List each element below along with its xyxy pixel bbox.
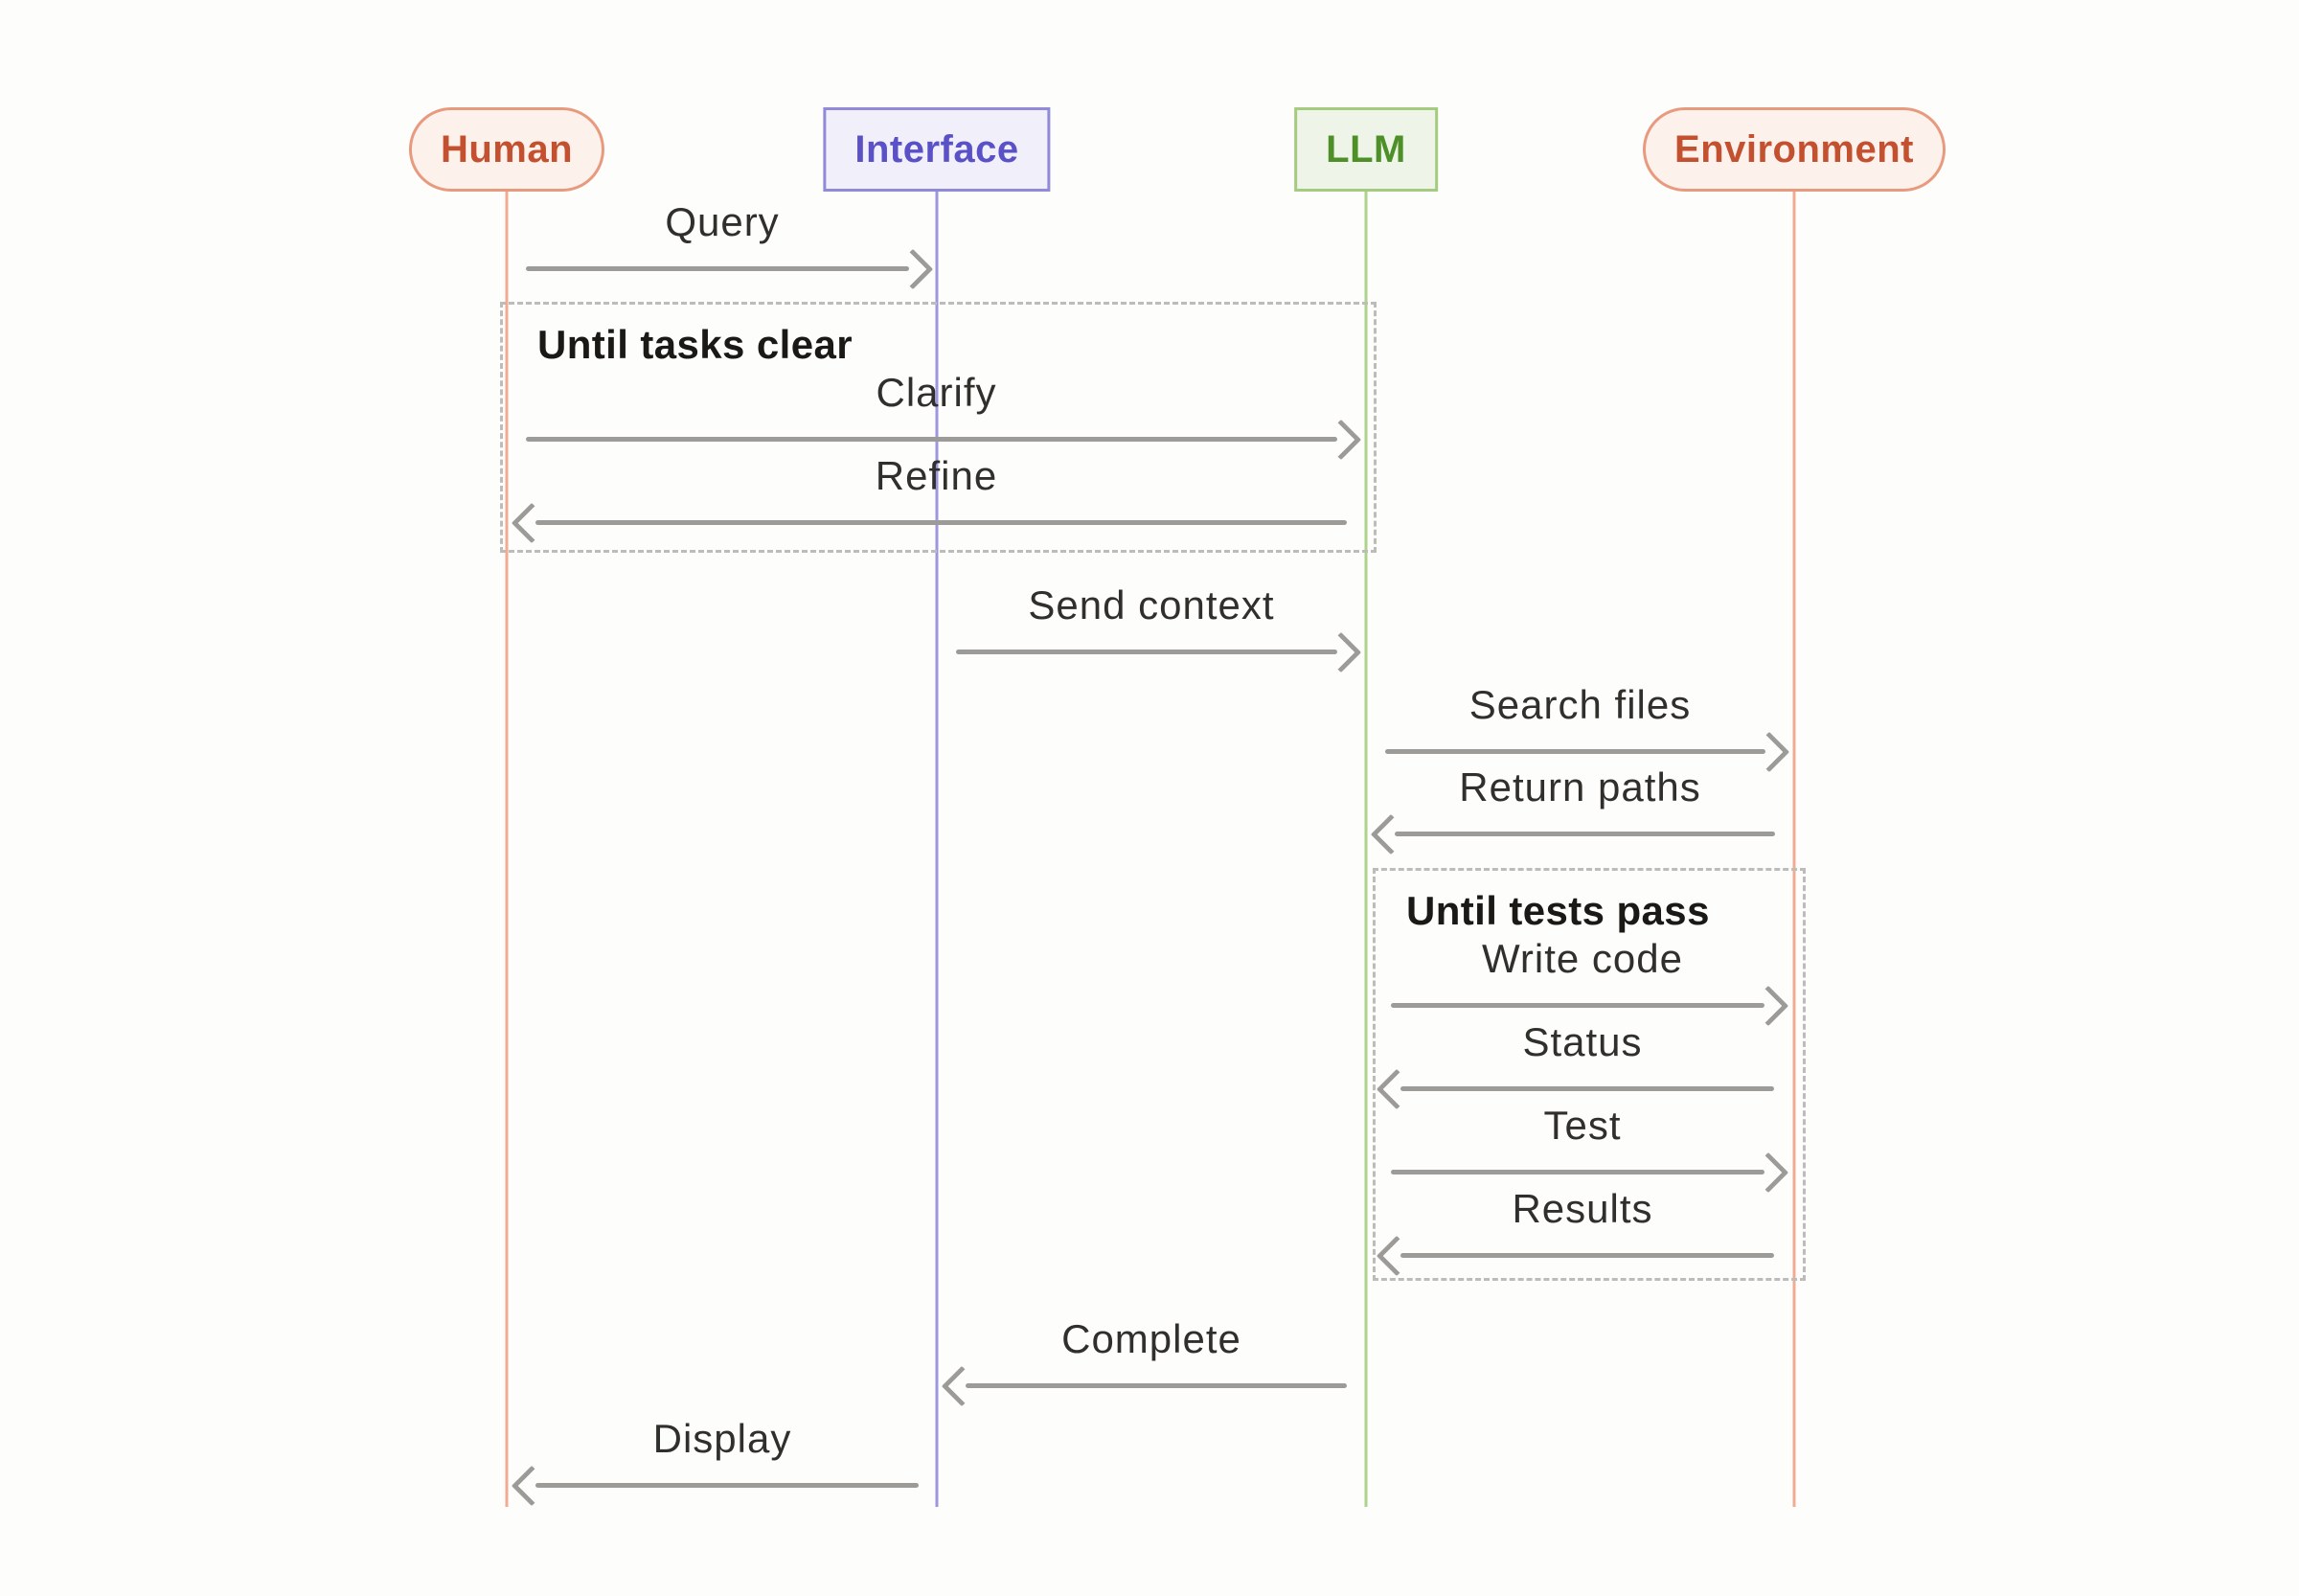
lifeline-interface <box>935 192 939 1507</box>
arrow-left-icon <box>511 502 1347 545</box>
arrow-head <box>511 1465 553 1506</box>
message-clarify: Clarify <box>526 366 1362 462</box>
arrow-right-icon <box>1391 985 1789 1028</box>
arrow-right-icon <box>1385 731 1790 774</box>
message-label: Complete <box>1061 1316 1241 1361</box>
message-complete: Complete <box>941 1312 1347 1408</box>
message-search-files: Search files <box>1385 678 1790 774</box>
lifeline-llm <box>1364 192 1368 1507</box>
actor-environment: Environment <box>1643 107 1946 192</box>
actor-human: Human <box>408 107 605 192</box>
message-test: Test <box>1391 1099 1789 1195</box>
arrow-head <box>892 248 934 289</box>
arrow-line <box>535 1483 919 1488</box>
arrow-line <box>535 520 1347 525</box>
message-write-code: Write code <box>1391 932 1789 1028</box>
arrow-line <box>1395 832 1775 836</box>
arrow-left-icon <box>1376 1235 1774 1278</box>
arrow-line <box>1391 1003 1764 1008</box>
message-query: Query <box>526 195 934 291</box>
message-label: Search files <box>1468 682 1692 727</box>
message-status: Status <box>1376 1015 1774 1111</box>
message-refine: Refine <box>511 449 1347 545</box>
arrow-head <box>1370 813 1412 855</box>
message-label: Return paths <box>1459 764 1701 809</box>
arrow-right-icon <box>526 419 1362 462</box>
message-label: Clarify <box>876 370 997 415</box>
arrow-line <box>526 266 909 271</box>
loop-until-tasks-clear: Until tasks clear <box>500 302 1377 553</box>
arrow-left-icon <box>941 1365 1347 1408</box>
arrow-line <box>526 437 1337 442</box>
actor-llm: LLM <box>1294 107 1438 192</box>
message-return-paths: Return paths <box>1370 761 1775 856</box>
message-label: Send context <box>1028 582 1275 627</box>
arrow-right-icon <box>956 631 1362 674</box>
arrow-line <box>956 650 1337 654</box>
arrow-line <box>1391 1170 1764 1174</box>
loop-title: Until tests pass <box>1406 888 1710 933</box>
message-label: Display <box>652 1416 792 1461</box>
message-label: Refine <box>875 453 998 498</box>
arrow-left-icon <box>511 1465 919 1508</box>
message-label: Query <box>665 199 780 244</box>
arrow-line <box>1400 1253 1774 1258</box>
arrow-left-icon <box>1370 813 1775 856</box>
message-label: Test <box>1543 1103 1622 1148</box>
arrow-head <box>941 1365 983 1406</box>
actor-interface: Interface <box>823 107 1051 192</box>
arrow-line <box>1385 749 1765 754</box>
message-label: Write code <box>1482 936 1683 981</box>
message-label: Status <box>1522 1019 1643 1064</box>
message-display: Display <box>511 1412 919 1508</box>
arrow-left-icon <box>1376 1068 1774 1111</box>
message-label: Results <box>1512 1186 1653 1231</box>
arrow-right-icon <box>526 248 934 291</box>
loop-until-tests-pass: Until tests pass <box>1373 868 1806 1281</box>
message-send-context: Send context <box>956 579 1362 674</box>
lifeline-human <box>505 192 509 1507</box>
arrow-head <box>1320 631 1362 673</box>
arrow-right-icon <box>1391 1151 1789 1195</box>
message-results: Results <box>1376 1182 1774 1278</box>
arrow-line <box>1400 1086 1774 1091</box>
arrow-line <box>966 1383 1347 1388</box>
lifeline-environment <box>1792 192 1796 1507</box>
loop-title: Until tasks clear <box>537 322 853 367</box>
